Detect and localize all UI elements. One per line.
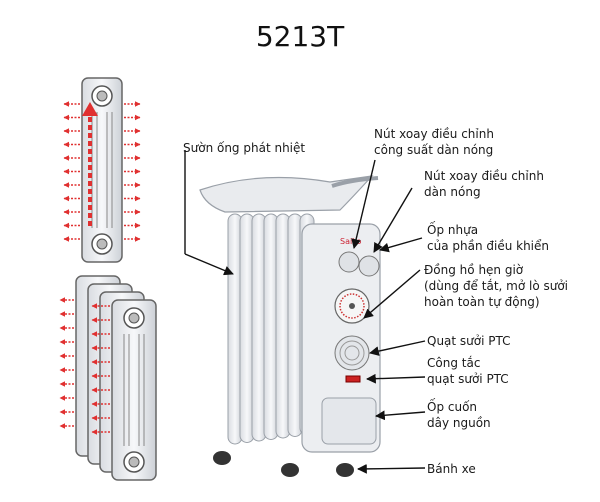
fin-label: Sườn ống phát nhiệt: [183, 141, 306, 155]
wheel-label: Bánh xe: [427, 462, 476, 476]
ptc-fan-label: Quạt sưởi PTC: [427, 334, 511, 348]
heater-product: Saiko: [199, 175, 381, 477]
pointer-lines: [184, 150, 426, 474]
svg-text:Saiko: Saiko: [340, 237, 362, 246]
page-title: 5213T: [255, 20, 345, 53]
single-fin-illustration: [81, 77, 123, 263]
stacked-fins-illustration: [75, 275, 157, 481]
heat-arrows-single: [63, 101, 141, 242]
heat-arrows-stacked: [59, 297, 110, 435]
